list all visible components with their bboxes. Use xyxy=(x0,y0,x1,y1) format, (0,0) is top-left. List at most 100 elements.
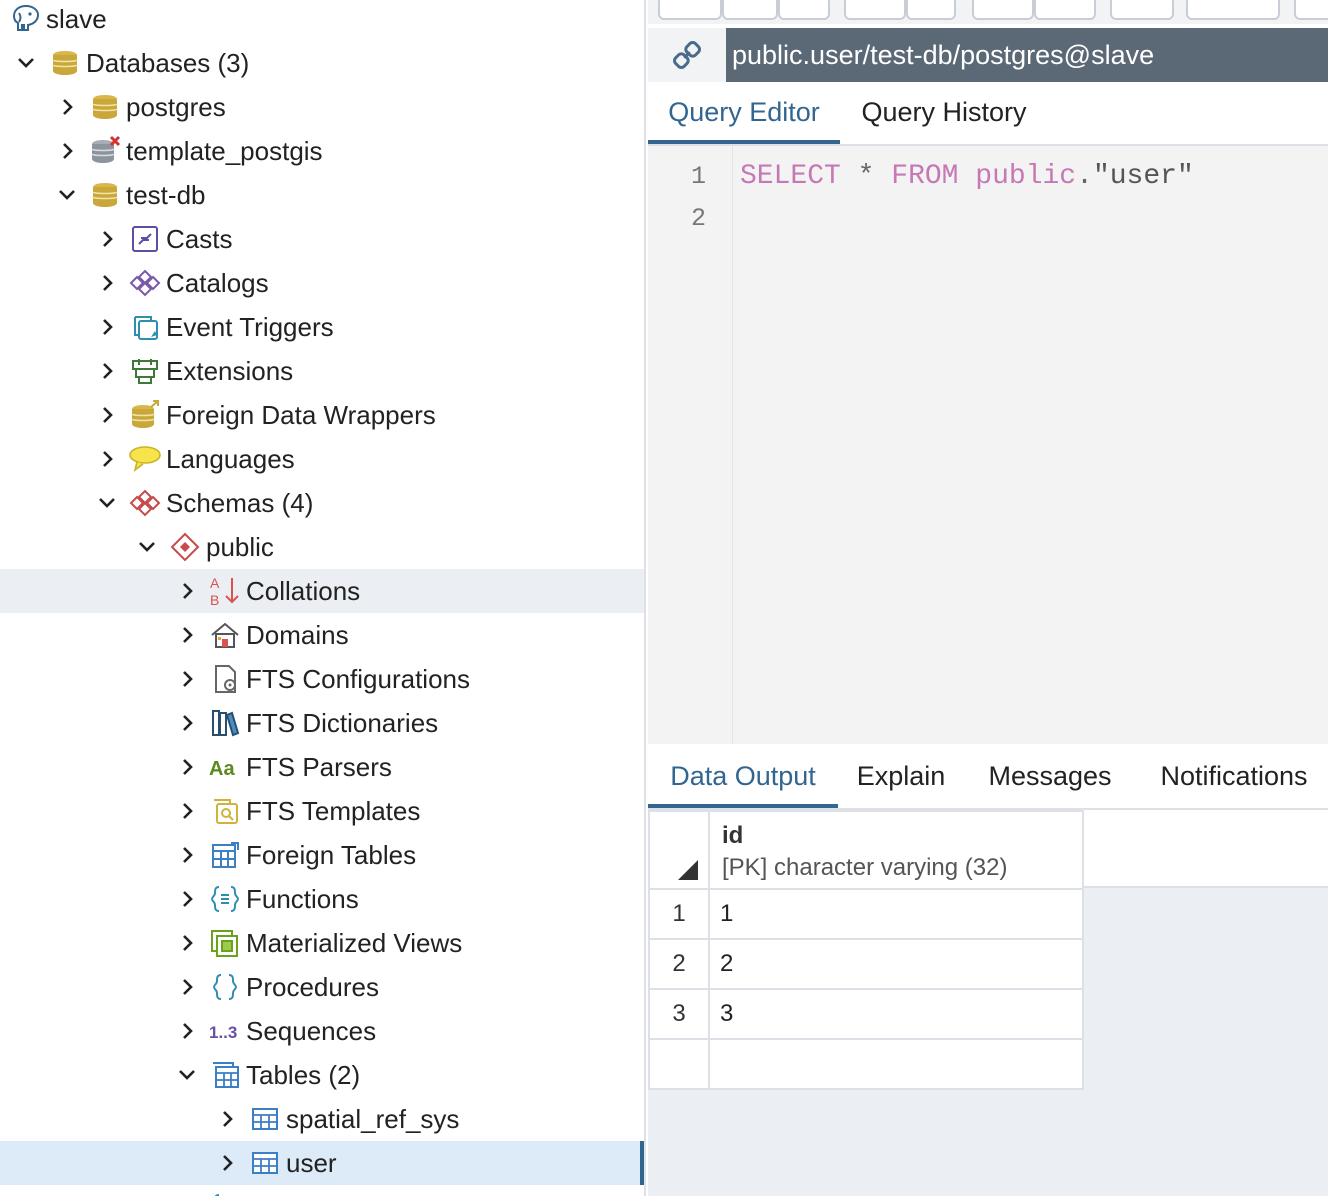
find-dropdown-button[interactable] xyxy=(906,0,956,20)
tree-item-procedures[interactable]: Procedures xyxy=(0,965,644,1009)
tree-item-extensions[interactable]: Extensions xyxy=(0,349,644,393)
schemas-icon xyxy=(128,481,162,525)
tree-item-tables[interactable]: Tables (2) xyxy=(0,1053,644,1097)
table-row[interactable]: 2 2 xyxy=(648,938,1084,990)
find-button[interactable] xyxy=(844,0,906,20)
chevron-right-icon[interactable] xyxy=(94,217,120,261)
column-type: [PK] character varying (32) xyxy=(722,854,1008,881)
cell-id[interactable]: 2 xyxy=(708,938,1084,990)
connection-status-icon[interactable] xyxy=(668,36,706,74)
chevron-right-icon[interactable] xyxy=(174,965,200,1009)
svg-text:Aa: Aa xyxy=(209,758,235,780)
chevron-right-icon[interactable] xyxy=(174,877,200,921)
tree-item-postgres[interactable]: postgres xyxy=(0,85,644,129)
chevron-right-icon[interactable] xyxy=(174,657,200,701)
tab-query-editor[interactable]: Query Editor xyxy=(648,84,840,144)
tree-item-spatial-ref-sys[interactable]: spatial_ref_sys xyxy=(0,1097,644,1141)
chevron-down-icon[interactable] xyxy=(134,525,160,569)
tree-item-languages[interactable]: Languages xyxy=(0,437,644,481)
tree-item-label: FTS Parsers xyxy=(246,752,392,782)
select-all-corner[interactable] xyxy=(648,810,710,890)
tree-item-foreign-data-wrappers[interactable]: Foreign Data Wrappers xyxy=(0,393,644,437)
chevron-right-icon[interactable] xyxy=(94,349,120,393)
tree-item-casts[interactable]: Casts xyxy=(0,217,644,261)
tree-item-fts-dictionaries[interactable]: FTS Dictionaries xyxy=(0,701,644,745)
tree-item-label: Languages xyxy=(166,444,295,474)
cell-id[interactable]: 1 xyxy=(708,888,1084,940)
tree-item-catalogs[interactable]: Catalogs xyxy=(0,261,644,305)
chevron-right-icon[interactable] xyxy=(174,833,200,877)
table-icon xyxy=(248,1141,282,1185)
data-output-grid: id [PK] character varying (32) 1 1 2 2 3… xyxy=(648,810,1084,1090)
chevron-down-icon[interactable] xyxy=(54,173,80,217)
tree-item-domains[interactable]: Domains xyxy=(0,613,644,657)
chevron-right-icon[interactable] xyxy=(174,789,200,833)
row-number[interactable]: 2 xyxy=(648,938,710,990)
delete-button[interactable] xyxy=(1110,0,1174,20)
row-number[interactable]: 1 xyxy=(648,888,710,940)
chevron-right-icon[interactable] xyxy=(214,1097,240,1141)
table-row[interactable]: 1 1 xyxy=(648,888,1084,940)
save-dropdown-button[interactable] xyxy=(778,0,830,20)
paste-button[interactable] xyxy=(1034,0,1096,20)
tab-explain[interactable]: Explain xyxy=(856,761,946,791)
chevron-right-icon[interactable] xyxy=(214,1141,240,1185)
tree-item-databases[interactable]: Databases (3) xyxy=(0,41,644,85)
tab-data-output[interactable]: Data Output xyxy=(648,746,838,808)
sql-editor[interactable]: 1 2 SELECT * FROM public."user" xyxy=(648,146,1328,744)
tree-item-template-postgis[interactable]: template_postgis xyxy=(0,129,644,173)
tree-item-label: Domains xyxy=(246,620,349,650)
chevron-right-icon[interactable] xyxy=(174,569,200,613)
fts-dictionaries-icon xyxy=(208,701,242,745)
save-file-button[interactable] xyxy=(722,0,778,20)
chevron-right-icon[interactable] xyxy=(174,921,200,965)
tree-item-sequences[interactable]: 1..3 Sequences xyxy=(0,1009,644,1053)
tree-item-fts-configurations[interactable]: FTS Configurations xyxy=(0,657,644,701)
tree-item-schemas[interactable]: Schemas (4) xyxy=(0,481,644,525)
column-header-id[interactable]: id [PK] character varying (32) xyxy=(708,810,1084,890)
open-file-button[interactable] xyxy=(658,0,722,20)
chevron-right-icon[interactable] xyxy=(174,745,200,789)
row-number[interactable]: 3 xyxy=(648,988,710,1040)
chevron-right-icon[interactable] xyxy=(174,701,200,745)
column-name: id xyxy=(722,822,744,849)
chevron-right-icon[interactable] xyxy=(174,1009,200,1053)
chevron-right-icon[interactable] xyxy=(174,613,200,657)
filter-button[interactable] xyxy=(1294,0,1328,20)
chevron-right-icon[interactable] xyxy=(94,393,120,437)
table-row-new[interactable] xyxy=(648,1038,1084,1090)
copy-button[interactable] xyxy=(972,0,1034,20)
tree-item-test-db[interactable]: test-db xyxy=(0,173,644,217)
connection-bar: public.user/test-db/postgres@slave xyxy=(648,28,1328,82)
keyword-select: SELECT xyxy=(740,161,841,192)
tree-item-server[interactable]: slave xyxy=(0,0,644,41)
sql-code[interactable]: SELECT * FROM public."user" xyxy=(740,156,1194,198)
tree-item-event-triggers[interactable]: Event Triggers xyxy=(0,305,644,349)
tab-notifications[interactable]: Notifications xyxy=(1160,761,1308,791)
chevron-down-icon[interactable] xyxy=(174,1053,200,1097)
cell-id[interactable]: 3 xyxy=(708,988,1084,1040)
tree-item-user[interactable]: user xyxy=(0,1141,644,1185)
tree-item-functions[interactable]: Functions xyxy=(0,877,644,921)
tree-item-fts-parsers[interactable]: Aa FTS Parsers xyxy=(0,745,644,789)
chevron-right-icon[interactable] xyxy=(54,129,80,173)
chevron-down-icon[interactable] xyxy=(13,41,39,85)
cell-id[interactable] xyxy=(708,1038,1084,1090)
row-number[interactable] xyxy=(648,1038,710,1090)
tab-messages[interactable]: Messages xyxy=(988,761,1112,791)
chevron-right-icon[interactable] xyxy=(54,85,80,129)
chevron-down-icon[interactable] xyxy=(94,481,120,525)
edit-button[interactable] xyxy=(1186,0,1280,20)
table-row[interactable]: 3 3 xyxy=(648,988,1084,1040)
chevron-right-icon[interactable] xyxy=(94,437,120,481)
tab-query-history[interactable]: Query History xyxy=(861,97,1027,127)
object-browser-tree: slave Databases (3) postgres xyxy=(0,0,646,1196)
tree-item-public[interactable]: public xyxy=(0,525,644,569)
tree-item-fts-templates[interactable]: FTS Templates xyxy=(0,789,644,833)
tree-item-materialized-views[interactable]: Materialized Views xyxy=(0,921,644,965)
chevron-right-icon[interactable] xyxy=(94,305,120,349)
chevron-right-icon[interactable] xyxy=(94,261,120,305)
tree-item-foreign-tables[interactable]: Foreign Tables xyxy=(0,833,644,877)
